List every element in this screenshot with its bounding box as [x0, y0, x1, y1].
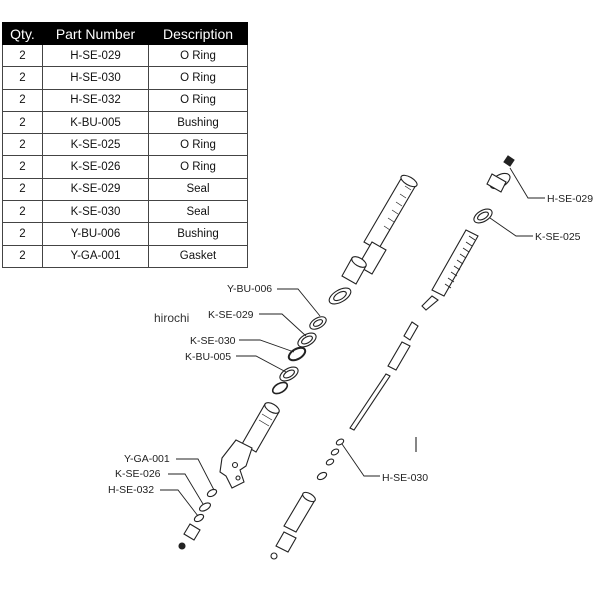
- label-y-ga-001: Y-GA-001: [124, 453, 170, 465]
- leader-lines: [160, 167, 545, 517]
- screw-top: [503, 155, 515, 167]
- label-k-se-029: K-SE-029: [208, 309, 254, 321]
- watermark-text: hirochi: [154, 311, 190, 325]
- description-cell: O Ring: [148, 133, 248, 157]
- label-k-bu-005: K-BU-005: [185, 351, 231, 363]
- description-cell: Bushing: [148, 110, 248, 135]
- lower-small-rings: [178, 488, 218, 550]
- header-qty: Qty.: [2, 22, 43, 45]
- lower-fitting-right: [270, 491, 316, 560]
- bushing-upper: [341, 256, 367, 285]
- end-fitting: [219, 439, 253, 489]
- label-k-se-030: K-SE-030: [190, 335, 236, 347]
- cap-ring: [328, 287, 352, 305]
- part-number-cell: H-SE-032: [42, 88, 149, 112]
- callout-labels: H-SE-029 K-SE-025 Y-BU-006 K-SE-029 K-SE…: [108, 193, 593, 496]
- description-cell: Seal: [148, 200, 248, 224]
- description-cell: Gasket: [148, 244, 248, 268]
- description-cell: O Ring: [148, 155, 248, 179]
- label-k-se-026: K-SE-026: [115, 468, 161, 480]
- part-number-cell: Y-BU-006: [42, 222, 149, 246]
- spring-body: [421, 229, 479, 311]
- header-part-number: Part Number: [42, 22, 149, 45]
- label-y-bu-006: Y-BU-006: [227, 283, 272, 295]
- upper-tube: [357, 174, 418, 275]
- part-number-cell: H-SE-030: [42, 66, 149, 90]
- cap-top: [486, 172, 511, 193]
- label-h-se-032: H-SE-032: [108, 484, 154, 496]
- part-number-cell: Y-GA-001: [42, 244, 149, 268]
- description-cell: O Ring: [148, 43, 248, 68]
- lower-tube: [241, 402, 280, 453]
- description-cell: O Ring: [148, 66, 248, 90]
- description-cell: O Ring: [148, 88, 248, 112]
- table-header-row: Qty. Part Number Description: [2, 22, 248, 45]
- label-h-se-029: H-SE-029: [547, 193, 593, 205]
- lower-rings-right: [316, 438, 345, 481]
- valve-stem: [349, 321, 419, 431]
- label-k-se-025: K-SE-025: [535, 231, 581, 243]
- label-h-se-030: H-SE-030: [382, 472, 428, 484]
- ring-k-se-025: [473, 208, 493, 224]
- qty-cell: 2: [2, 244, 43, 268]
- header-description: Description: [148, 22, 248, 45]
- seal-rings-stack: [271, 316, 327, 395]
